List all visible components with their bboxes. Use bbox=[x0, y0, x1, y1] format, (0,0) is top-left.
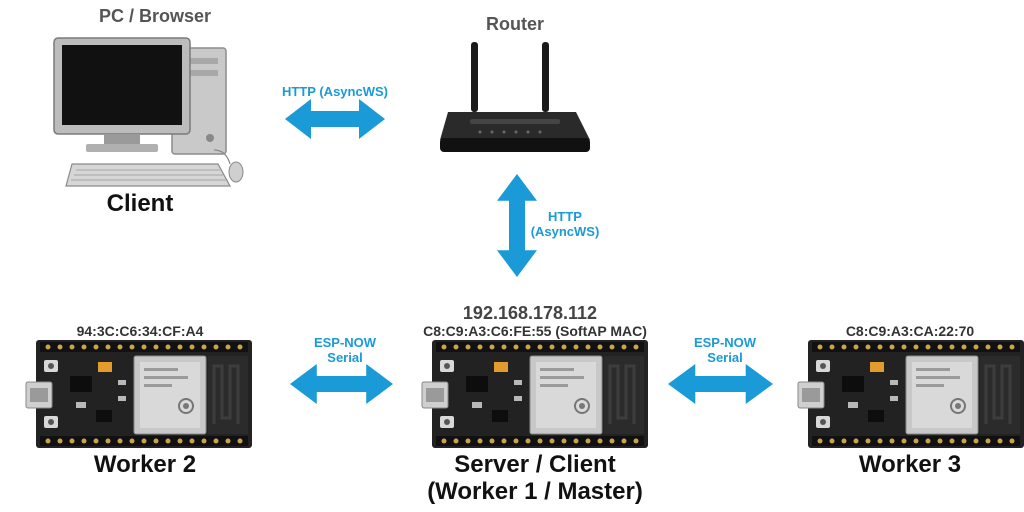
worker3-mac: C8:C9:A3:CA:22:70 bbox=[845, 323, 975, 339]
server-label-line2: (Worker 1 / Master) bbox=[427, 478, 643, 505]
client-label: Client bbox=[106, 190, 174, 217]
server-label-line1: Server / Client bbox=[454, 451, 616, 478]
link-router-server-line1: HTTP bbox=[548, 209, 582, 224]
link-worker2-server-line1: ESP-NOW bbox=[313, 335, 377, 350]
worker2-mac: 94:3C:C6:34:CF:A4 bbox=[76, 323, 204, 339]
link-server-worker3-line1: ESP-NOW bbox=[693, 335, 757, 350]
router-icon bbox=[440, 42, 590, 152]
arrow-server-worker3 bbox=[668, 364, 773, 404]
esp32-board-icon bbox=[24, 338, 254, 450]
link-pc-router-label: HTTP (AsyncWS) bbox=[282, 84, 388, 99]
worker2-label: Worker 2 bbox=[93, 451, 197, 478]
router-heading: Router bbox=[486, 14, 544, 34]
worker3-label: Worker 3 bbox=[858, 451, 962, 478]
pc-heading: PC / Browser bbox=[98, 6, 212, 26]
desktop-computer-icon bbox=[53, 37, 244, 187]
server-mac: C8:C9:A3:C6:FE:55 (SoftAP MAC) bbox=[423, 323, 647, 339]
arrow-worker2-server bbox=[290, 364, 393, 404]
esp32-board-icon bbox=[796, 338, 1024, 450]
esp32-board-icon bbox=[420, 338, 650, 450]
link-worker2-server-line2: Serial bbox=[327, 350, 363, 365]
link-router-server-line2: (AsyncWS) bbox=[530, 224, 600, 239]
server-ip: 192.168.178.112 bbox=[462, 303, 598, 323]
link-server-worker3-line2: Serial bbox=[707, 350, 743, 365]
arrow-pc-router bbox=[285, 99, 385, 139]
